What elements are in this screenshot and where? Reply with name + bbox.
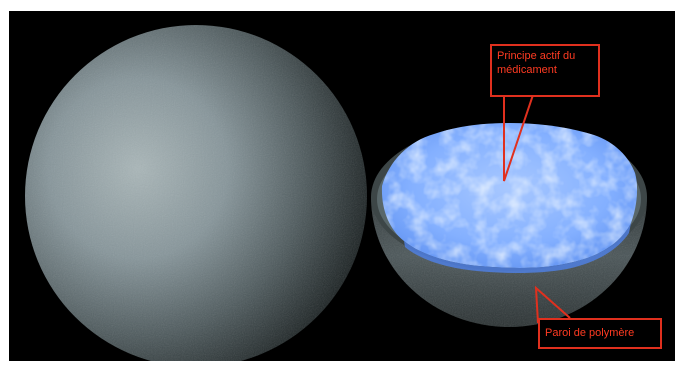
whole-microsphere	[25, 25, 367, 361]
callout-active-ingredient: Principe actif du médicament	[490, 44, 600, 97]
pointer-active-ingredient	[503, 85, 537, 182]
callout-polymer-wall: Paroi de polymère	[538, 318, 662, 349]
pointer-polymer-wall	[534, 285, 571, 324]
callout-pointers	[503, 85, 571, 324]
diagram-frame: Principe actif du médicament Paroi de po…	[9, 11, 675, 361]
diagram-canvas	[25, 25, 647, 361]
cutaway-hemisphere	[371, 123, 647, 327]
